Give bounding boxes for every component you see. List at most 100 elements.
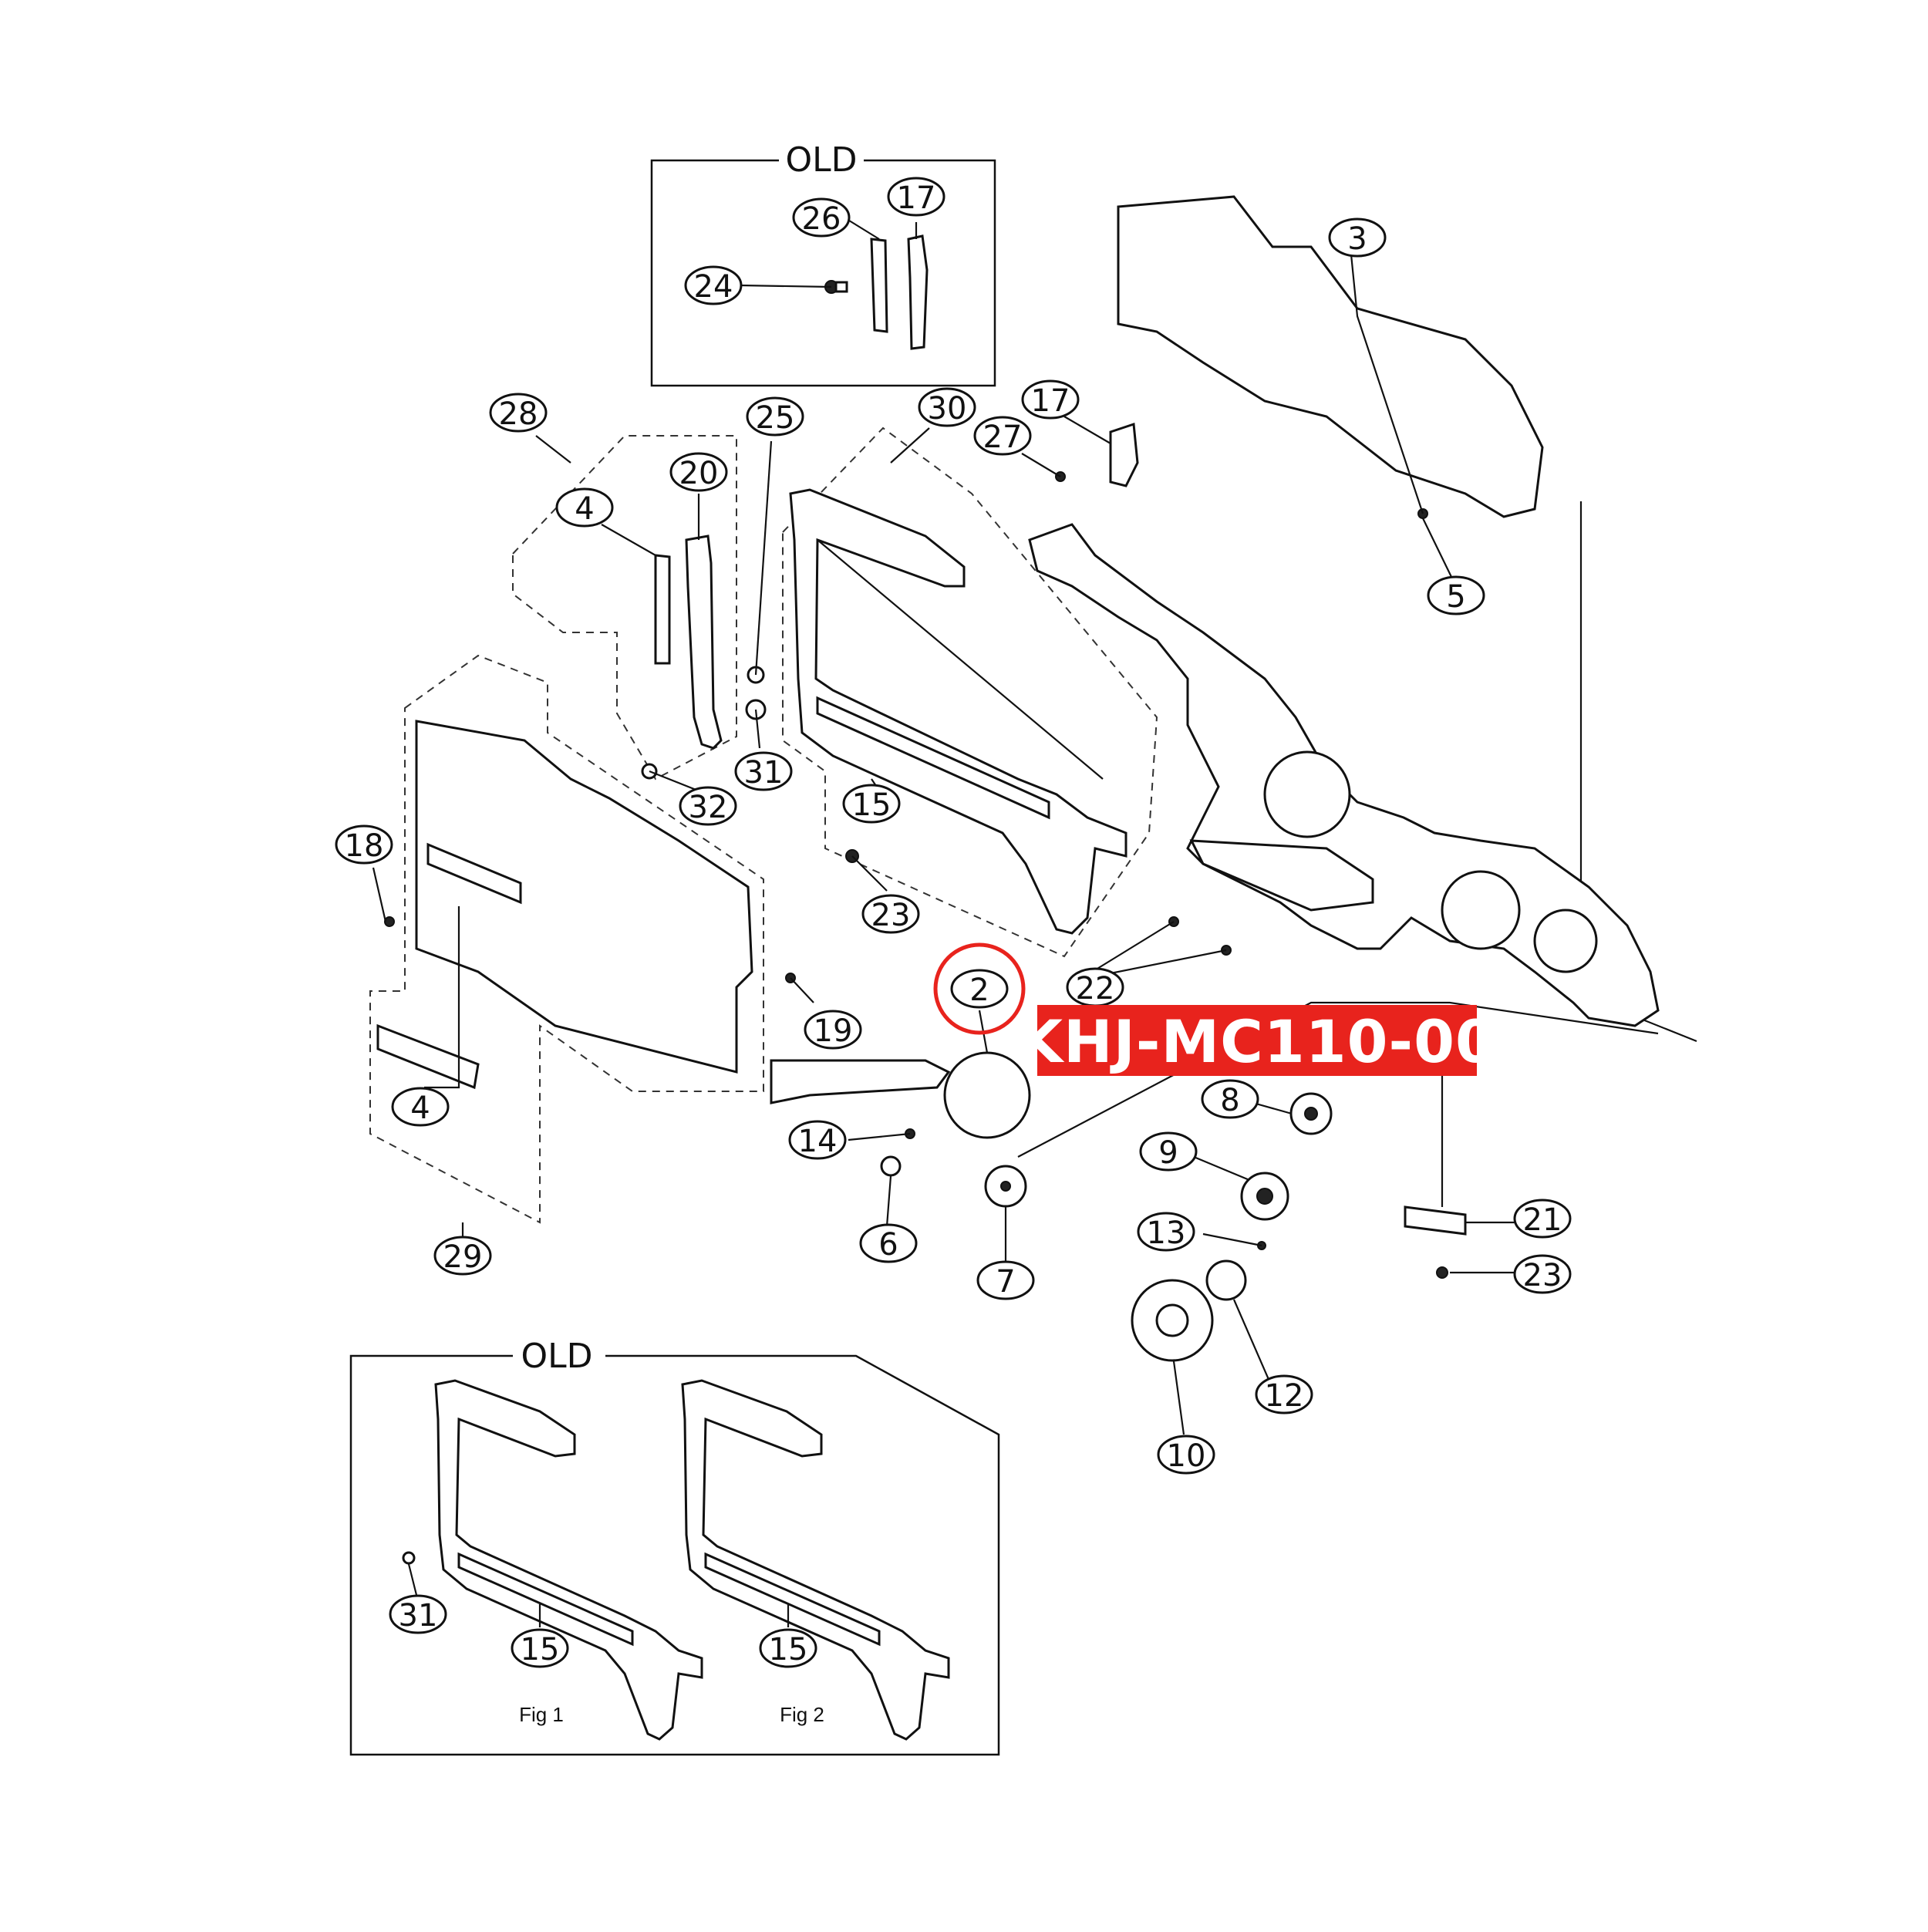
group-30-outline — [782, 427, 1158, 958]
frame-opening-1 — [1263, 750, 1351, 838]
svg-text:30: 30 — [928, 391, 967, 427]
svg-text:31: 31 — [399, 1598, 438, 1634]
callout-2: 2 — [950, 969, 1009, 1009]
svg-text:20: 20 — [679, 456, 719, 491]
callout-3: 3 — [1328, 217, 1387, 258]
part-26-plate — [870, 238, 888, 333]
callout-14: 14 — [788, 1120, 847, 1160]
callout-9: 9 — [1139, 1131, 1198, 1172]
frame-arm — [1189, 839, 1374, 912]
svg-text:28: 28 — [499, 396, 538, 432]
old-box-bottom: OLD 31 15 15 Fig 1 Fig 2 — [349, 1337, 1000, 1756]
callout-29: 29 — [433, 1236, 492, 1276]
part-6-bushing — [880, 1155, 902, 1177]
fig1-part-31 — [402, 1551, 416, 1565]
screw-18 — [384, 916, 395, 927]
svg-text:26: 26 — [802, 201, 841, 237]
part-3-side-plate — [1117, 195, 1544, 518]
callout-15: 15 — [842, 784, 901, 824]
svg-text:31: 31 — [744, 755, 784, 791]
callout-22: 22 — [1066, 967, 1124, 1007]
svg-text:12: 12 — [1265, 1378, 1304, 1414]
part-2-arm — [770, 1059, 951, 1104]
part-21-plate — [1404, 1205, 1467, 1236]
svg-text:9: 9 — [1158, 1135, 1178, 1171]
callout-4-top: 4 — [555, 487, 614, 528]
callout-30: 30 — [918, 387, 976, 427]
callout-25: 25 — [746, 396, 804, 437]
fig2-tape-guide — [681, 1379, 950, 1741]
callout-32: 32 — [679, 786, 737, 826]
callout-15-fig1: 15 — [511, 1628, 569, 1668]
svg-text:2: 2 — [969, 973, 989, 1008]
svg-text:29: 29 — [443, 1239, 483, 1275]
callout-23-right: 23 — [1513, 1254, 1572, 1294]
leader-lines — [372, 206, 1659, 1435]
fig1-slot — [457, 1552, 634, 1647]
callout-13: 13 — [1137, 1212, 1195, 1252]
part-17-old-latch — [907, 234, 929, 350]
callout-18: 18 — [335, 824, 393, 865]
part-4-bottom-strip — [376, 1023, 480, 1090]
svg-text:25: 25 — [756, 400, 795, 436]
svg-text:5: 5 — [1446, 579, 1465, 615]
part-4-top-strip — [654, 554, 671, 665]
callout-19: 19 — [804, 1010, 862, 1050]
frame-opening-2 — [1441, 870, 1521, 950]
svg-text:19: 19 — [814, 1013, 853, 1049]
callout-7: 7 — [976, 1260, 1035, 1300]
frame-opening-3 — [1533, 909, 1598, 973]
screw-23-right — [1436, 1266, 1448, 1279]
svg-text:17: 17 — [897, 180, 936, 216]
callout-2-highlight-ring — [933, 942, 1026, 1035]
svg-text:32: 32 — [689, 790, 728, 825]
svg-text:14: 14 — [798, 1124, 838, 1159]
callout-4-bottom: 4 — [391, 1087, 450, 1127]
svg-text:22: 22 — [1076, 971, 1115, 1006]
svg-text:21: 21 — [1523, 1202, 1562, 1238]
callout-17-old: 17 — [887, 177, 945, 217]
svg-text:7: 7 — [996, 1264, 1015, 1300]
part-15-edge — [817, 539, 1104, 780]
callout-21: 21 — [1513, 1199, 1572, 1239]
fig2-caption: Fig 2 — [780, 1703, 824, 1726]
fig1-caption: Fig 1 — [519, 1703, 564, 1726]
callout-31: 31 — [734, 751, 793, 791]
group-29-outline — [369, 654, 764, 1224]
svg-text:4: 4 — [575, 491, 594, 527]
fig2-slot — [704, 1552, 881, 1647]
callout-5: 5 — [1427, 575, 1485, 615]
part-29-cover-plate — [415, 720, 753, 1074]
svg-text:23: 23 — [1523, 1258, 1562, 1293]
svg-text:10: 10 — [1167, 1438, 1206, 1474]
callout-31-fig1: 31 — [389, 1594, 447, 1634]
part-code-label: KHJ-MC110-00 — [1017, 1005, 1496, 1076]
fig1-tape-guide — [434, 1379, 703, 1741]
svg-text:15: 15 — [769, 1632, 808, 1667]
part-17-latch — [1109, 422, 1139, 487]
old-box-top: OLD — [650, 140, 996, 387]
group-28-outline — [512, 435, 737, 781]
callout-8: 8 — [1201, 1079, 1259, 1119]
callout-6: 6 — [859, 1223, 918, 1263]
callout-27: 27 — [973, 416, 1032, 456]
svg-text:3: 3 — [1347, 221, 1367, 257]
svg-text:18: 18 — [345, 828, 384, 864]
callout-20: 20 — [669, 452, 728, 492]
part-15-tape-guide — [789, 488, 1127, 935]
part-15-slot — [816, 696, 1050, 820]
old-box-top-frame — [650, 159, 996, 387]
part-code-background — [1037, 1005, 1477, 1076]
callout-26: 26 — [792, 197, 851, 238]
callout-23-mid: 23 — [861, 894, 920, 934]
svg-text:6: 6 — [878, 1227, 898, 1263]
svg-text:13: 13 — [1147, 1216, 1186, 1251]
old-box-bottom-frame — [349, 1354, 1000, 1756]
callout-12: 12 — [1255, 1374, 1313, 1414]
part-29-label — [426, 842, 522, 905]
svg-text:15: 15 — [521, 1632, 560, 1667]
callout-10: 10 — [1157, 1435, 1215, 1475]
callout-17: 17 — [1021, 379, 1080, 420]
